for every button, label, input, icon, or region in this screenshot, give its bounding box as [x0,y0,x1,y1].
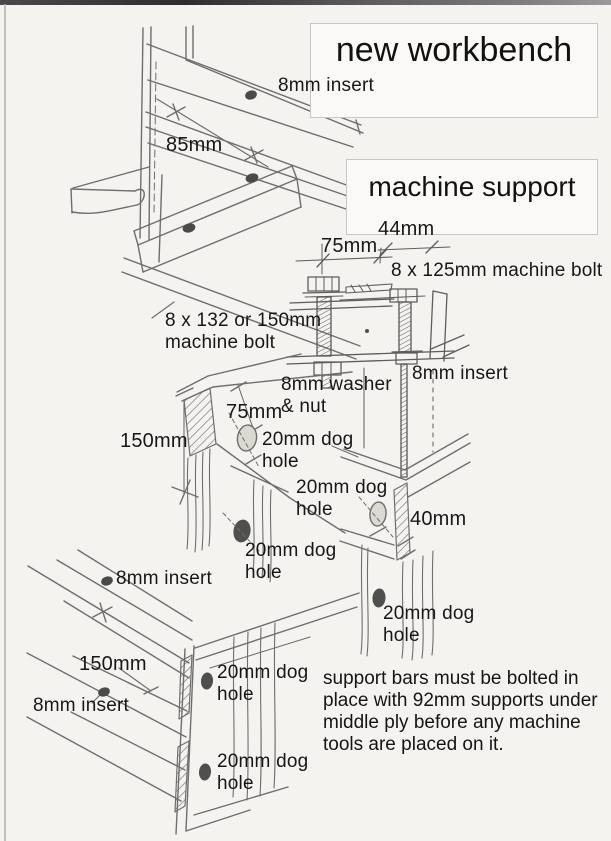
insert-mark [98,687,110,697]
label-insert-mid: 8mm insert [412,363,508,384]
dimension-75mm-mid: 75mm [226,401,283,423]
insert-mark [245,90,257,100]
label-dog-hole-3: 20mm dog hole [245,540,337,583]
label-insert-bottom-2: 8mm insert [33,695,129,716]
insert-mark [245,173,259,183]
title-box-new-workbench: new workbench [310,23,598,118]
label-insert-top: 8mm insert [278,75,374,96]
dog-hole-mark [200,672,214,690]
label-dog-hole-4: 20mm dog hole [383,603,475,646]
label-washer-nut: 8mm washer & nut [281,374,392,417]
sketch-bench-corner-bottom [26,549,360,835]
sketch-ply-corner-right [339,433,471,661]
sketch-ply-corner-left [171,353,359,583]
label-insert-bottom-1: 8mm insert [116,568,212,589]
support-bars-note: support bars must be bolted in place wit… [323,668,598,755]
label-dog-hole-5: 20mm dog hole [217,662,309,705]
dog-hole-mark [369,501,387,527]
dimension-40mm: 40mm [410,508,467,530]
sketch-bolt-assembly [286,240,470,478]
dog-hole-mark [233,519,251,543]
label-dog-hole-6: 20mm dog hole [217,751,309,794]
ply-edge-hatch [178,654,193,720]
section-title: machine support [368,171,576,202]
page-title: new workbench [335,31,573,69]
ply-edge-hatch [393,482,411,561]
title-box-machine-support: machine support [346,159,598,235]
dimension-150mm-bottom: 150mm [79,653,147,675]
insert-mark [182,223,196,233]
label-bolt-132-150mm: 8 x 132 or 150mm machine bolt [165,310,322,353]
label-dog-hole-1: 20mm dog hole [262,429,354,472]
label-dog-hole-2: 20mm dog hole [296,477,388,520]
scan-edge-left [4,4,6,841]
dimension-85mm: 85mm [166,134,223,156]
dog-hole-mark [372,588,386,608]
ply-edge-hatch [174,740,190,813]
threaded-rod [400,363,408,478]
ply-edge-hatch [183,387,217,457]
dog-hole-mark [236,424,258,452]
label-bolt-125mm: 8 x 125mm machine bolt [391,260,603,281]
dimension-75mm-top: 75mm [321,235,378,257]
dog-hole-mark [198,763,212,781]
scan-edge-top [0,0,611,5]
insert-mark [101,576,113,586]
dimension-44mm: 44mm [378,218,435,240]
dimension-150mm-mid: 150mm [120,430,188,452]
